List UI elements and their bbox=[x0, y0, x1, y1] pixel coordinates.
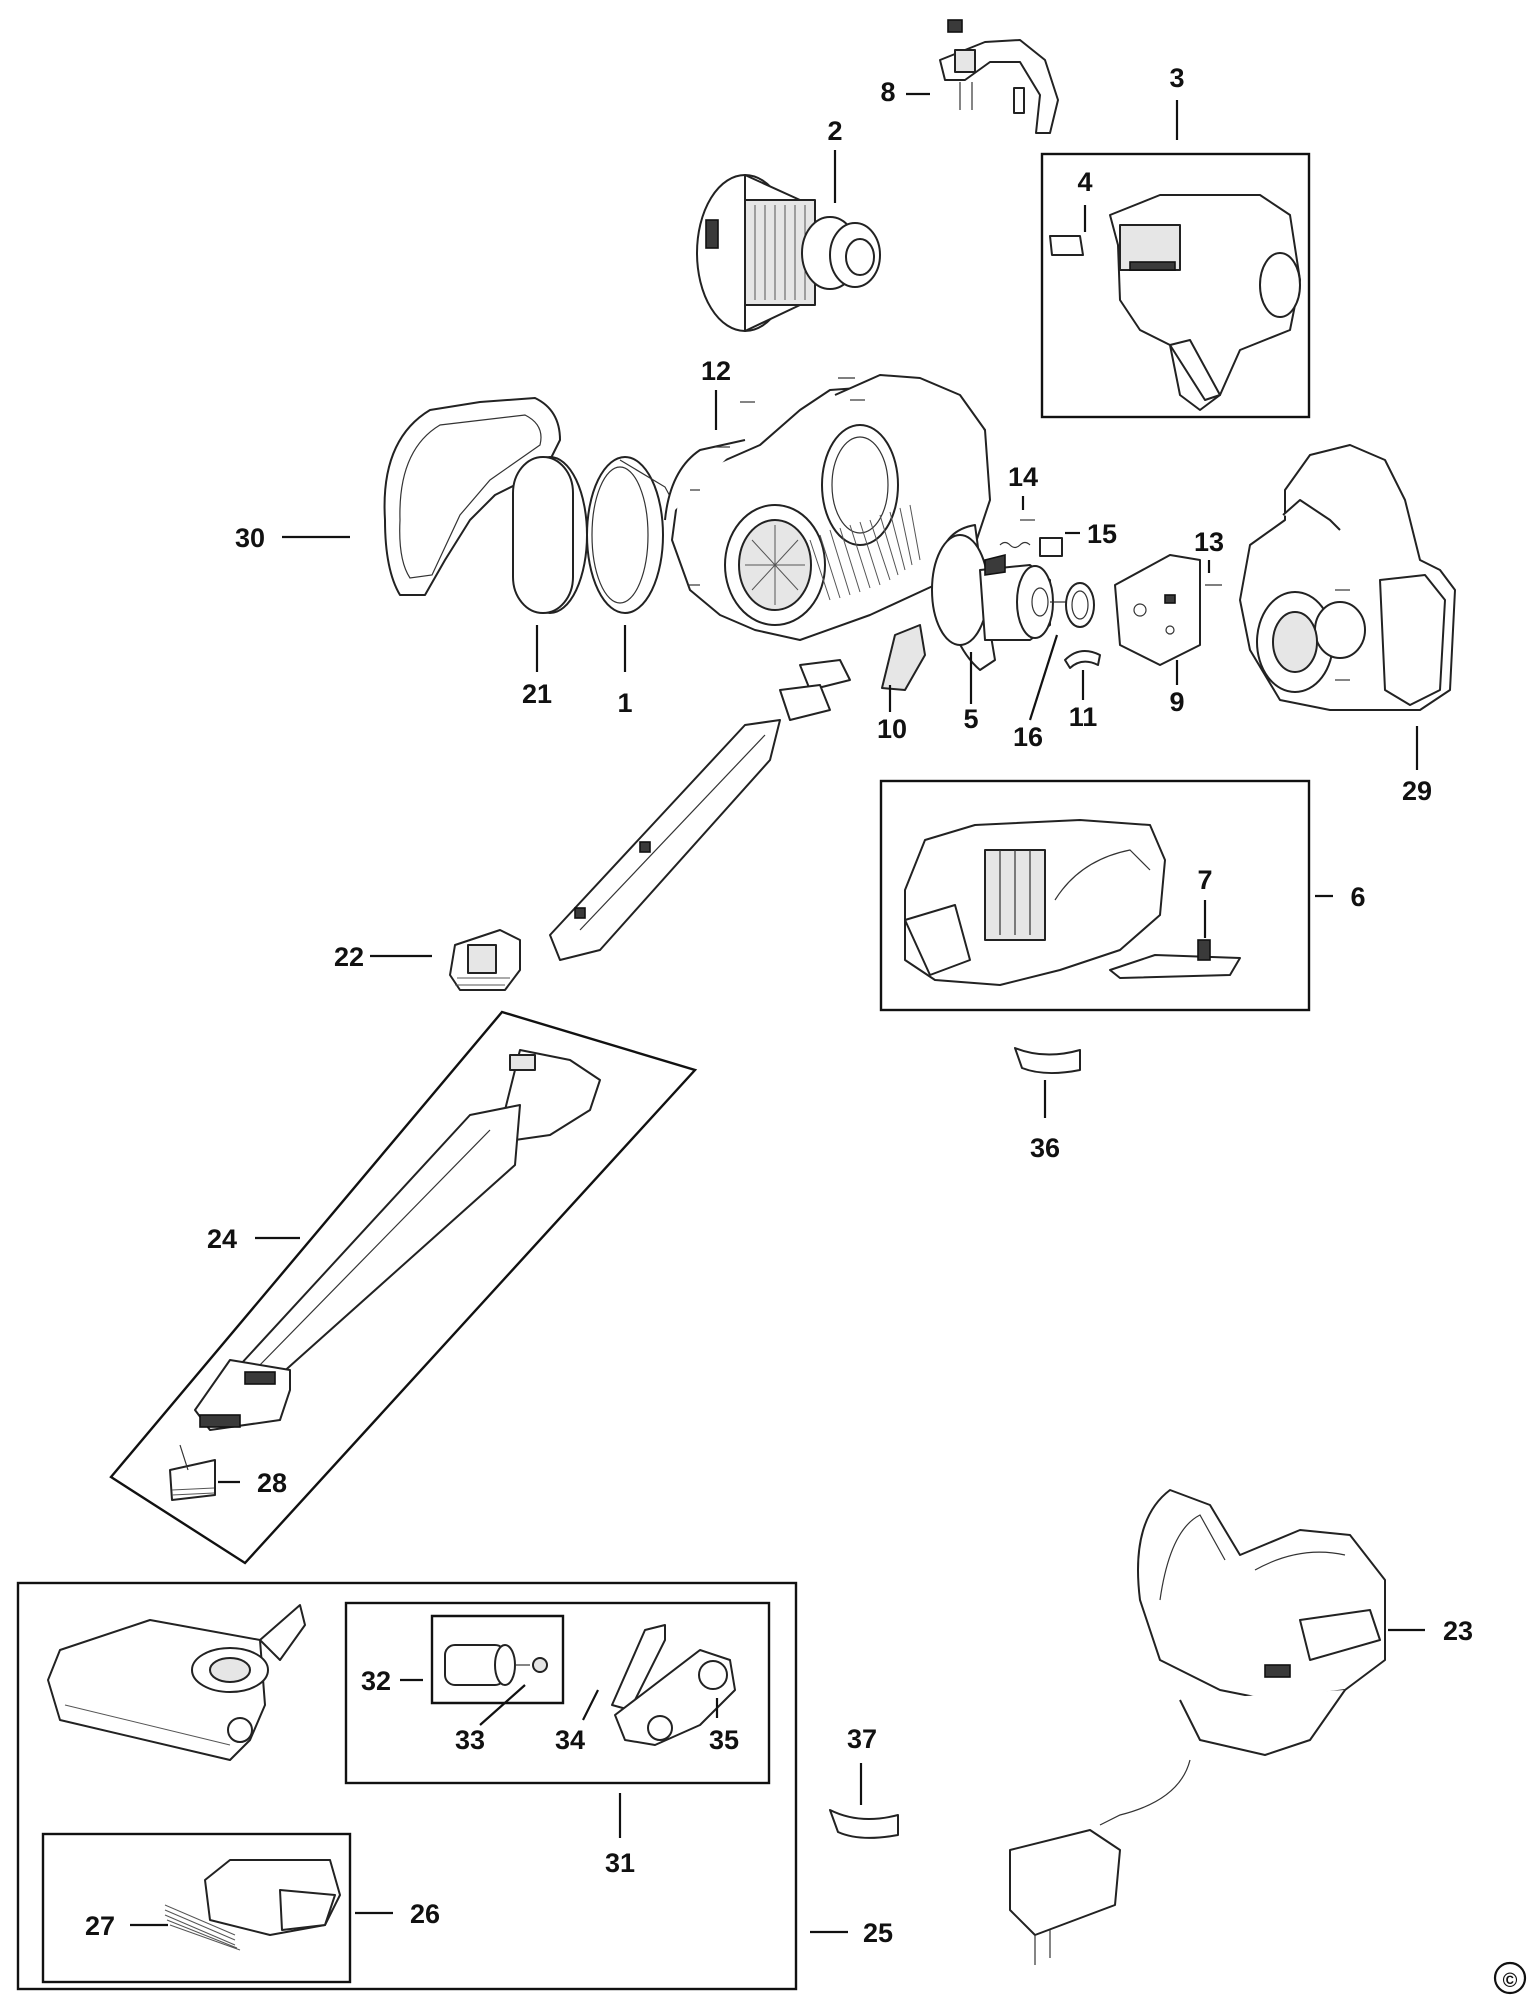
label-16: 16 bbox=[1013, 722, 1043, 752]
label-25: 25 bbox=[863, 1918, 893, 1948]
label-31: 31 bbox=[605, 1848, 635, 1878]
label-4: 4 bbox=[1077, 167, 1092, 197]
label-2: 2 bbox=[827, 116, 842, 146]
label-37: 37 bbox=[847, 1724, 877, 1754]
part-12-screws bbox=[688, 377, 865, 586]
part-7-pcb bbox=[1109, 939, 1241, 979]
label-33: 33 bbox=[455, 1725, 485, 1755]
label-34: 34 bbox=[555, 1725, 585, 1755]
label-5: 5 bbox=[963, 704, 978, 734]
motor-assembly bbox=[979, 553, 1070, 641]
part-16-oring bbox=[1065, 582, 1095, 628]
part-9-circuit-board bbox=[1114, 554, 1201, 666]
part-27-bristles bbox=[164, 1904, 241, 1951]
crevice-tool bbox=[549, 659, 851, 961]
label-35: 35 bbox=[709, 1725, 739, 1755]
label-14: 14 bbox=[1008, 462, 1038, 492]
part-10-seal bbox=[881, 624, 926, 691]
part-11-clip bbox=[1064, 650, 1101, 669]
part-6-handle-housing bbox=[904, 819, 1166, 986]
label-7: 7 bbox=[1197, 865, 1212, 895]
part-33-pinion bbox=[532, 1657, 548, 1673]
label-30: 30 bbox=[235, 523, 265, 553]
part-24-extension-tube bbox=[194, 1049, 601, 1431]
label-29: 29 bbox=[1402, 776, 1432, 806]
label-10: 10 bbox=[877, 714, 907, 744]
part-1-filter-ring bbox=[586, 456, 673, 614]
label-1: 1 bbox=[617, 688, 632, 718]
label-22: 22 bbox=[334, 942, 364, 972]
part-36-label bbox=[1014, 1047, 1081, 1074]
part-30-bumper bbox=[383, 397, 561, 596]
part-22-brush-tool bbox=[449, 929, 521, 991]
part-5-fan-shroud bbox=[931, 524, 996, 671]
label-27: 27 bbox=[85, 1911, 115, 1941]
copyright-mark: © bbox=[1503, 1970, 1518, 1992]
box-24 bbox=[109, 1010, 698, 1565]
label-15: 15 bbox=[1087, 519, 1117, 549]
part-25-floor-head bbox=[47, 1604, 306, 1761]
label-26: 26 bbox=[410, 1899, 440, 1929]
label-23: 23 bbox=[1443, 1616, 1473, 1646]
part-8-latch bbox=[939, 19, 1059, 134]
part-23-charging-dock bbox=[1137, 1489, 1386, 1756]
label-6: 6 bbox=[1350, 882, 1365, 912]
part-26-brush-cover bbox=[204, 1859, 341, 1936]
part-32-motor bbox=[444, 1644, 530, 1686]
label-9: 9 bbox=[1169, 687, 1184, 717]
label-24: 24 bbox=[207, 1224, 237, 1254]
part-28-tube-brush bbox=[169, 1444, 216, 1501]
box-32 bbox=[430, 1614, 565, 1705]
charger-adapter bbox=[1009, 1759, 1191, 1965]
label-3: 3 bbox=[1169, 63, 1184, 93]
label-21: 21 bbox=[522, 679, 552, 709]
part-3-dust-bin bbox=[1049, 194, 1301, 411]
label-13: 13 bbox=[1194, 527, 1224, 557]
box-26 bbox=[41, 1832, 352, 1984]
leader-lines bbox=[130, 92, 1425, 1934]
box-25 bbox=[16, 1581, 798, 1991]
label-12: 12 bbox=[701, 356, 731, 386]
box-31 bbox=[344, 1601, 771, 1785]
main-body-housing bbox=[664, 374, 991, 641]
box-3 bbox=[1040, 152, 1311, 419]
label-32: 32 bbox=[361, 1666, 391, 1696]
part-15-spring-switch bbox=[999, 537, 1063, 557]
part-37-label bbox=[829, 1809, 899, 1839]
label-28: 28 bbox=[257, 1468, 287, 1498]
label-8: 8 bbox=[880, 77, 895, 107]
label-11: 11 bbox=[1069, 702, 1098, 732]
part-2-filter bbox=[696, 174, 881, 332]
part-35-gear-housing bbox=[614, 1649, 736, 1746]
part-29-rear-housing bbox=[1239, 444, 1456, 711]
copyright-circle bbox=[1493, 1961, 1527, 1995]
part-21-prefilter bbox=[512, 456, 588, 614]
label-36: 36 bbox=[1030, 1133, 1060, 1163]
box-6 bbox=[879, 779, 1311, 1012]
